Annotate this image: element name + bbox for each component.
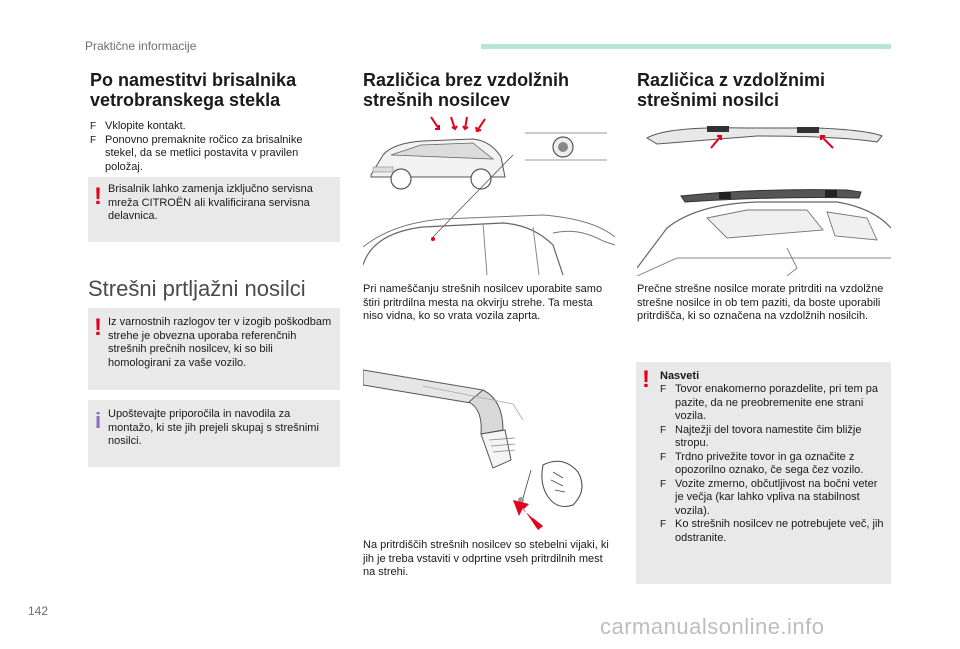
warning-text: Iz varnostnih razlogov ter v izogib pošk… [108, 316, 332, 369]
bullet-icon: F [660, 384, 667, 395]
col2-para1: Pri nameščanju strešnih nosilcev uporabi… [363, 283, 603, 322]
page-number: 142 [28, 604, 49, 618]
info-text: Upoštevajte priporočila in navodila za m… [108, 408, 319, 447]
watermark: carmanualsonline.info [600, 614, 825, 639]
section-header: Praktične informacije [85, 39, 197, 53]
info-box: i Upoštevajte priporočila in navodila za… [88, 400, 340, 467]
col1-title-line2: vetrobranskega stekla [90, 90, 281, 110]
roof-rails-illustration [637, 118, 891, 276]
col1-title: Po namestitvi brisalnika vetrobranskega … [90, 70, 340, 110]
warning-box-wiper: ! Brisalnik lahko zamenja izključno serv… [88, 177, 340, 242]
bullet-icon: F [660, 478, 667, 490]
col2-title: Različica brez vzdolžnih strešnih nosilc… [363, 70, 613, 110]
col3-title-line1: Različica z vzdolžnimi [637, 70, 826, 90]
bullet-icon: F [90, 121, 97, 132]
col3-para1: Prečne strešne nosilce morate pritrditi … [637, 283, 884, 322]
warning-text: Brisalnik lahko zamenja izključno servis… [108, 183, 313, 222]
bullet-icon: F [660, 424, 667, 436]
warning-box-roof: ! Iz varnostnih razlogov ter v izogib po… [88, 308, 340, 390]
col3-title: Različica z vzdolžnimi strešnimi nosilci [637, 70, 889, 110]
col1-title-line1: Po namestitvi brisalnika [90, 70, 297, 90]
bullet-icon: F [90, 134, 97, 146]
car-roof-points-illustration [363, 115, 615, 275]
col3-title-line2: strešnimi nosilci [637, 90, 780, 110]
warning-icon: ! [642, 366, 650, 393]
col2-para2: Na pritrdiščih strešnih nosilcev so steb… [363, 539, 609, 578]
bullet-icon: F [660, 519, 667, 530]
tips-title: Nasveti [660, 370, 700, 382]
header-bar [481, 44, 891, 49]
warning-icon: ! [94, 183, 102, 210]
roof-bar-mounting-illustration [363, 360, 615, 535]
roof-racks-title: Strešni prtljažni nosilci [88, 276, 306, 301]
info-icon: i [95, 408, 102, 433]
warning-icon: ! [94, 314, 102, 341]
col2-title-line2: strešnih nosilcev [363, 90, 511, 110]
col2-title-line1: Različica brez vzdolžnih [363, 70, 570, 90]
bullet-icon: F [660, 451, 667, 463]
